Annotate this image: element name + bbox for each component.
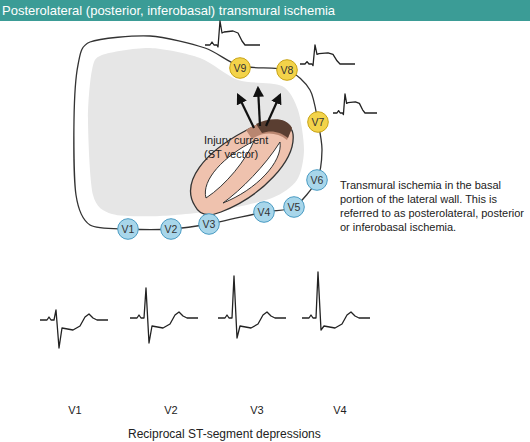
electrode-circle [254,202,275,223]
ecg-trace [333,94,377,115]
electrode-circle [230,58,251,79]
lead-label: V1 [117,218,139,240]
ecg-trace [40,310,108,348]
vector-label: Injury current (ST vector) [204,133,284,161]
electrode-node: V8 [276,59,298,81]
electrode-node: V9 [229,57,251,79]
electrode-circle [118,219,139,240]
electrode-node: V4 [253,201,275,223]
lead-label: V9 [229,57,251,79]
ecg-trace [205,21,260,47]
electrode-circle [308,112,329,133]
lead-label: V4 [325,403,355,417]
lead-label: V2 [160,218,182,240]
lead-label: V7 [307,111,329,133]
lead-label: V1 [60,403,90,417]
ecg-trace [300,45,355,66]
electrode-circle [277,60,298,81]
electrode-node: V5 [283,196,305,218]
electrode-node: V1 [117,218,139,240]
electrode-node: V6 [306,169,328,191]
ecg-traces [40,21,377,348]
heart-outline [191,122,294,215]
electrode-circle [284,197,305,218]
lead-label: V4 [253,201,275,223]
lead-label: V8 [276,59,298,81]
lead-label: V2 [156,403,186,417]
vector-arrow [258,88,260,126]
title-banner [0,0,530,21]
vector-arrow [266,95,280,126]
lead-label: V6 [306,169,328,191]
ecg-trace [218,276,286,338]
torso-outline [74,36,322,230]
electrode-circle [307,170,328,191]
electrode-circle [199,214,220,235]
st-vector-arrows [238,88,280,128]
note-text: Transmural ischemia in the basal portion… [340,178,528,234]
ecg-trace [302,272,370,330]
electrode-circle [161,219,182,240]
vector-arrow [238,95,254,128]
lead-label: V3 [242,403,272,417]
electrode-node: V2 [160,218,182,240]
thorax-area [88,48,304,216]
lead-label: V5 [283,196,305,218]
electrode-node: V7 [307,111,329,133]
ecg-trace [130,288,198,343]
lead-label: V3 [198,213,220,235]
heart-illustration [191,119,294,215]
electrode-node: V3 [198,213,220,235]
torso-group [74,36,322,230]
figure-caption: Reciprocal ST-segment depressions [128,427,388,441]
title-text: Posterolateral (posterior, inferobasal) … [2,2,335,20]
